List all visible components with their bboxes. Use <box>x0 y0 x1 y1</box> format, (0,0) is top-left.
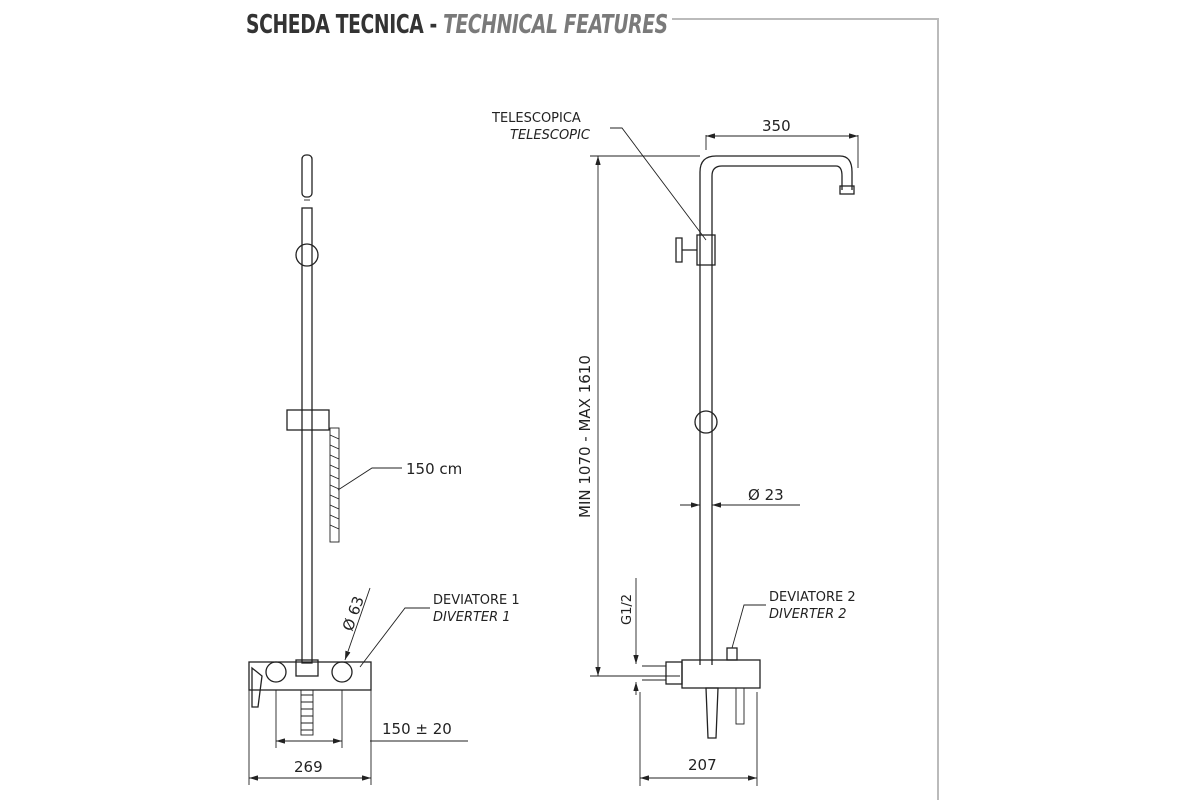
diverter1-en-label: DIVERTER 1 <box>433 610 511 625</box>
diverter2-it-label: DEVIATORE 2 <box>769 590 856 605</box>
diverter1-it-label: DEVIATORE 1 <box>433 593 520 608</box>
drawing-line <box>337 467 402 491</box>
frame-border <box>672 18 939 800</box>
title-italian: SCHEDA TECNICA - <box>246 10 437 40</box>
mixer-body-2 <box>681 659 761 689</box>
shower-slider <box>286 409 330 431</box>
hose-length-label: 150 cm <box>406 460 462 478</box>
drawing-line <box>731 604 766 649</box>
diverter2-knob <box>726 647 738 661</box>
total-width-label: 269 <box>294 758 323 776</box>
inlet <box>665 661 683 685</box>
mixer-lever <box>251 666 263 708</box>
drawing-line <box>344 587 371 661</box>
hand-shower-head <box>301 154 313 198</box>
connection-label: G1/2 <box>620 594 635 625</box>
telescopic-en-label: TELESCOPIC <box>510 128 591 143</box>
depth-label: 207 <box>688 756 717 774</box>
pipe-diameter-label: Ø 23 <box>748 486 784 504</box>
title-english: TECHNICAL FEATURES <box>443 10 668 40</box>
handle-left <box>265 661 287 683</box>
drawing-line <box>295 659 319 677</box>
shower-hose <box>329 427 340 543</box>
shower-rail <box>301 207 313 664</box>
right-shower-view: 350 TELESCOPICA TELESCOPIC MIN 1070 - MA… <box>491 111 859 786</box>
diverter2-en-label: DIVERTER 2 <box>769 607 847 622</box>
arm-length-label: 350 <box>762 117 791 135</box>
center-distance-label: 150 ± 20 <box>382 720 452 738</box>
drawing-line <box>610 127 707 241</box>
hose-connector <box>300 689 314 736</box>
height-range-label: MIN 1070 - MAX 1610 <box>576 355 594 518</box>
telescopic-it-label: TELESCOPICA <box>491 111 581 126</box>
shower-head <box>839 185 855 195</box>
valve-knob <box>675 237 697 263</box>
mixer-lever-2 <box>705 687 719 739</box>
handle-right <box>331 661 353 683</box>
slider-ring <box>694 410 718 434</box>
drawing-line <box>329 434 340 530</box>
drawing-line <box>301 694 313 731</box>
hose-outlet <box>735 687 745 725</box>
drawing-line <box>359 607 430 668</box>
handle-diameter-label: Ø 63 <box>339 594 368 634</box>
left-shower-view: 150 cm Ø 63 DEVIATORE 1 DIVERTER 1 150 ±… <box>248 154 520 785</box>
page-title: SCHEDA TECNICA - TECHNICAL FEATURES <box>246 10 668 40</box>
drawing-line <box>699 155 853 665</box>
wall-bracket <box>295 243 319 267</box>
